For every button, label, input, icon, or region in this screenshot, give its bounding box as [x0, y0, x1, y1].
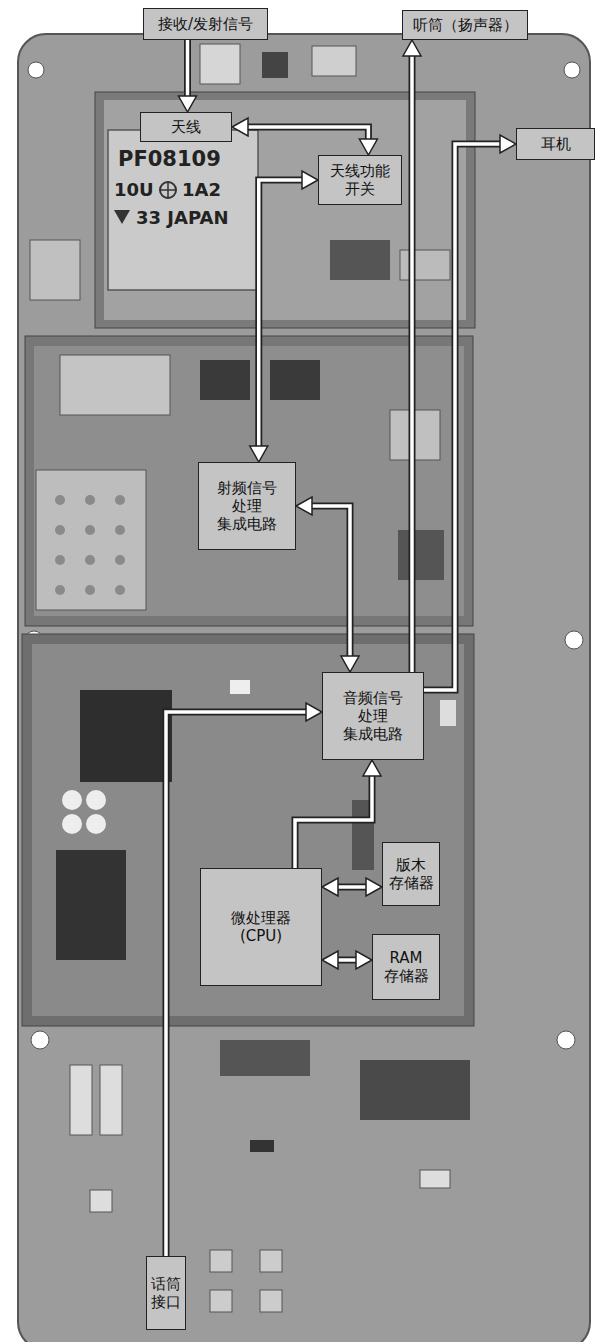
arrow-body: [336, 958, 358, 962]
box-text: 天线: [171, 118, 201, 136]
arrow-head: [366, 878, 382, 896]
arrow-outline: [259, 180, 304, 448]
chip-marking: PF08109: [118, 148, 221, 171]
box-text: 音频信号 处理 集成电路: [338, 689, 408, 743]
signal-arrow: [295, 760, 381, 868]
arrow-outline: [184, 40, 191, 98]
label-box: 听筒（扬声器）: [402, 10, 528, 40]
signal-arrow: [403, 40, 421, 672]
signal-arrow: [232, 118, 377, 155]
signal-arrow: [166, 703, 322, 1256]
chip-marking: 33 JAPAN: [136, 208, 228, 228]
box-text: 射频信号 处理 集成电路: [212, 479, 282, 533]
label-box: 接收/发射信号: [143, 8, 268, 40]
arrow-head: [363, 760, 381, 776]
arrow-head: [179, 96, 197, 112]
arrow-outline: [409, 54, 416, 672]
chip-marking: 10U: [114, 180, 154, 200]
signal-arrow: [322, 951, 372, 969]
arrow-head: [500, 135, 516, 153]
arrow-body: [295, 774, 372, 868]
label-box: 版木 存储器: [382, 842, 440, 906]
arrow-body: [186, 40, 190, 98]
arrow-head: [302, 171, 318, 189]
box-text: 天线功能 开关: [328, 162, 392, 198]
arrow-body: [410, 54, 414, 672]
box-text: 话筒 接口: [150, 1275, 182, 1311]
arrow-body: [246, 127, 368, 141]
arrow-body: [336, 885, 368, 889]
arrow-body: [310, 506, 350, 658]
signal-arrow: [296, 497, 359, 672]
arrow-head: [356, 951, 372, 969]
arrow-head: [250, 446, 268, 462]
box-text: 微处理器 (CPU): [226, 909, 296, 945]
arrow-head: [359, 139, 377, 155]
arrow-outline: [295, 774, 372, 868]
arrow-head: [296, 497, 312, 515]
chip-marking: 1A2: [182, 180, 221, 200]
arrow-body: [424, 144, 502, 690]
arrow-body: [259, 180, 304, 448]
arrow-head: [403, 40, 421, 56]
box-text: 接收/发射信号: [158, 15, 253, 33]
signal-arrow: [322, 878, 382, 896]
arrow-head: [306, 703, 322, 721]
label-box: 音频信号 处理 集成电路: [322, 672, 424, 760]
arrow-outline: [246, 127, 368, 141]
arrow-outline: [424, 144, 502, 690]
signal-arrow: [179, 40, 197, 112]
signal-arrow: [424, 135, 516, 690]
box-text: 听筒（扬声器）: [413, 16, 518, 34]
arrow-head: [232, 118, 248, 136]
label-box: 天线功能 开关: [318, 155, 402, 205]
box-text: 耳机: [541, 135, 571, 153]
arrow-head: [322, 878, 338, 896]
label-box: 射频信号 处理 集成电路: [198, 462, 296, 550]
label-box: RAM 存储器: [372, 934, 440, 1000]
arrow-head: [322, 951, 338, 969]
arrow-outline: [310, 506, 350, 658]
box-text: 版木 存储器: [386, 856, 436, 892]
arrow-outline: [336, 884, 368, 891]
box-text: RAM 存储器: [381, 949, 431, 985]
label-box: 微处理器 (CPU): [200, 868, 322, 986]
label-box: 话筒 接口: [146, 1256, 186, 1330]
label-box: 天线: [140, 112, 232, 142]
arrow-head: [341, 656, 359, 672]
arrow-outline: [336, 957, 358, 964]
label-box: 耳机: [516, 128, 595, 160]
signal-arrow: [250, 171, 318, 462]
